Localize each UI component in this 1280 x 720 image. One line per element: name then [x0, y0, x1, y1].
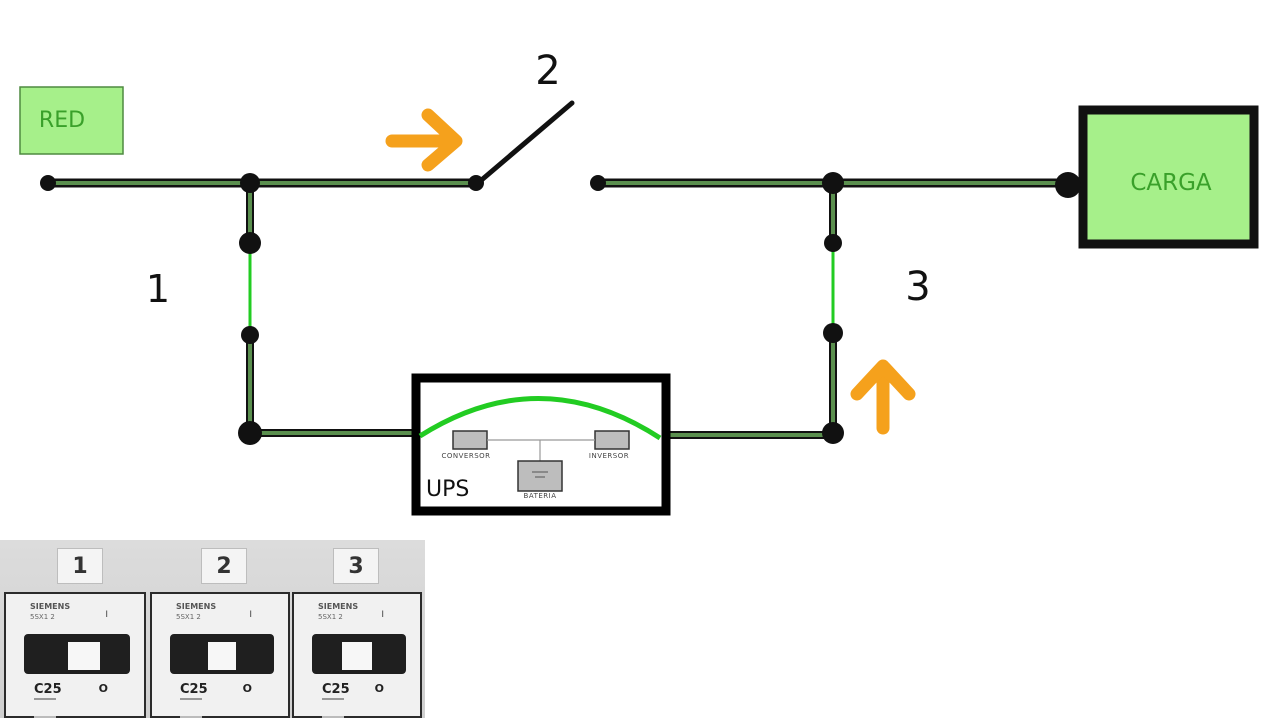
arrow-right-icon — [385, 108, 463, 172]
red-label: RED — [39, 108, 85, 133]
node-switch-3-top — [824, 234, 842, 252]
breaker-3: SIEMENS 5SX1 2 I C25 O — [292, 592, 422, 718]
inversor-label: INVERSOR — [589, 452, 629, 460]
breaker-2-off-mark: O — [242, 682, 252, 695]
node-switch-3-bottom — [823, 323, 843, 343]
breaker-1-spec-plate — [34, 698, 56, 718]
node-red — [40, 175, 56, 191]
breaker-3-off-mark: O — [374, 682, 384, 695]
arrow-up-icon — [850, 359, 916, 435]
red-source-box — [19, 86, 124, 155]
breaker-2: SIEMENS 5SX1 2 I C25 O — [150, 592, 290, 718]
breaker-2-toggle-gap — [208, 642, 236, 670]
node-junction-right — [822, 172, 844, 194]
node-switch-1-top — [239, 232, 261, 254]
breaker-3-model: 5SX1 2 — [318, 613, 343, 621]
node-branch-3-corner — [822, 422, 844, 444]
branch-1-label: 1 — [146, 267, 170, 311]
breaker-2-rating: C25 — [180, 682, 208, 697]
breaker-card-3: 3 — [333, 548, 379, 584]
carga-load-box — [1078, 105, 1259, 249]
conversor-block — [452, 430, 488, 450]
breaker-1-toggle-gap — [68, 642, 100, 670]
breaker-2-spec-plate — [180, 698, 202, 718]
breaker-3-brand: SIEMENS — [318, 602, 359, 611]
breaker-3-spec-plate — [322, 698, 344, 718]
bateria-block — [517, 460, 563, 492]
node-switch-1-bottom — [241, 326, 259, 344]
node-switch-2-left — [468, 175, 484, 191]
breaker-3-rating: C25 — [322, 682, 350, 697]
inversor-block — [594, 430, 630, 450]
conversor-label: CONVERSOR — [441, 452, 490, 460]
breaker-panel-photo: 1 2 3 SIEMENS 5SX1 2 I C25 O SIEMENS 5SX… — [0, 540, 425, 718]
breaker-1-off-mark: O — [98, 682, 108, 695]
breaker-2-on-mark: I — [249, 610, 252, 620]
carga-label: CARGA — [1130, 170, 1212, 196]
node-switch-2-right — [590, 175, 606, 191]
breaker-2-model: 5SX1 2 — [176, 613, 201, 621]
node-junction-left — [240, 173, 260, 193]
breaker-1-model: 5SX1 2 — [30, 613, 55, 621]
breaker-1-brand: SIEMENS — [30, 602, 71, 611]
breaker-1-on-mark: I — [105, 610, 108, 620]
breaker-1-rating: C25 — [34, 682, 62, 697]
switch-2-blade — [475, 100, 575, 186]
breaker-3-on-mark: I — [381, 610, 384, 620]
ups-bypass-arc — [418, 396, 662, 441]
node-carga — [1055, 172, 1081, 198]
breaker-3-toggle-gap — [342, 642, 372, 670]
breaker-2-brand: SIEMENS — [176, 602, 217, 611]
branch-3-label: 3 — [905, 264, 930, 310]
breaker-1: SIEMENS 5SX1 2 I C25 O — [4, 592, 146, 718]
branch-2-label: 2 — [535, 48, 560, 94]
bateria-label: BATERIA — [524, 492, 557, 500]
breaker-card-2: 2 — [201, 548, 247, 584]
breaker-card-1: 1 — [57, 548, 103, 584]
node-branch-1-corner — [238, 421, 262, 445]
ups-label: UPS — [426, 477, 469, 502]
